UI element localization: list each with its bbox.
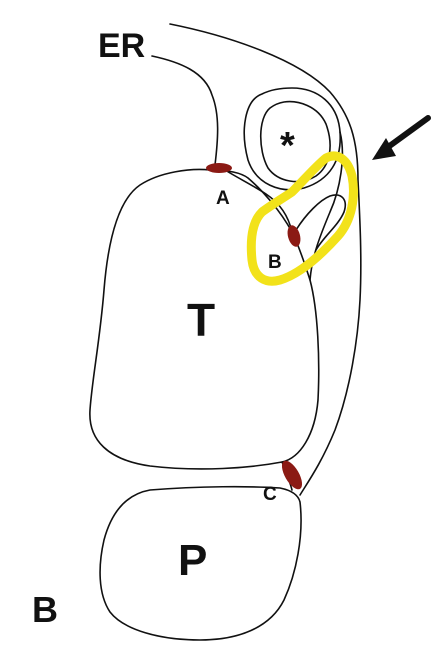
asterisk-label: * xyxy=(280,125,295,167)
panel-label: B xyxy=(32,589,58,630)
arrow-down-left-icon xyxy=(372,115,431,160)
junction-c-mark xyxy=(281,460,303,490)
junction-c-label: C xyxy=(263,484,277,505)
tubule-left xyxy=(224,169,293,233)
region-p-outline xyxy=(99,485,302,641)
junction-b-label: B xyxy=(268,252,282,273)
region-p-label: P xyxy=(178,536,207,585)
tubule-right-inner xyxy=(295,194,346,251)
highlight-b-region xyxy=(246,151,358,286)
er-membrane-outer xyxy=(169,23,362,496)
junction-b-mark xyxy=(287,225,301,247)
junction-a-mark xyxy=(206,163,232,173)
er-membrane-inner xyxy=(151,55,219,166)
er-label: ER xyxy=(98,27,145,65)
region-t-label: T xyxy=(187,294,215,346)
asterisk-vesicle-outer xyxy=(243,87,341,191)
junction-a-label: A xyxy=(216,188,230,209)
